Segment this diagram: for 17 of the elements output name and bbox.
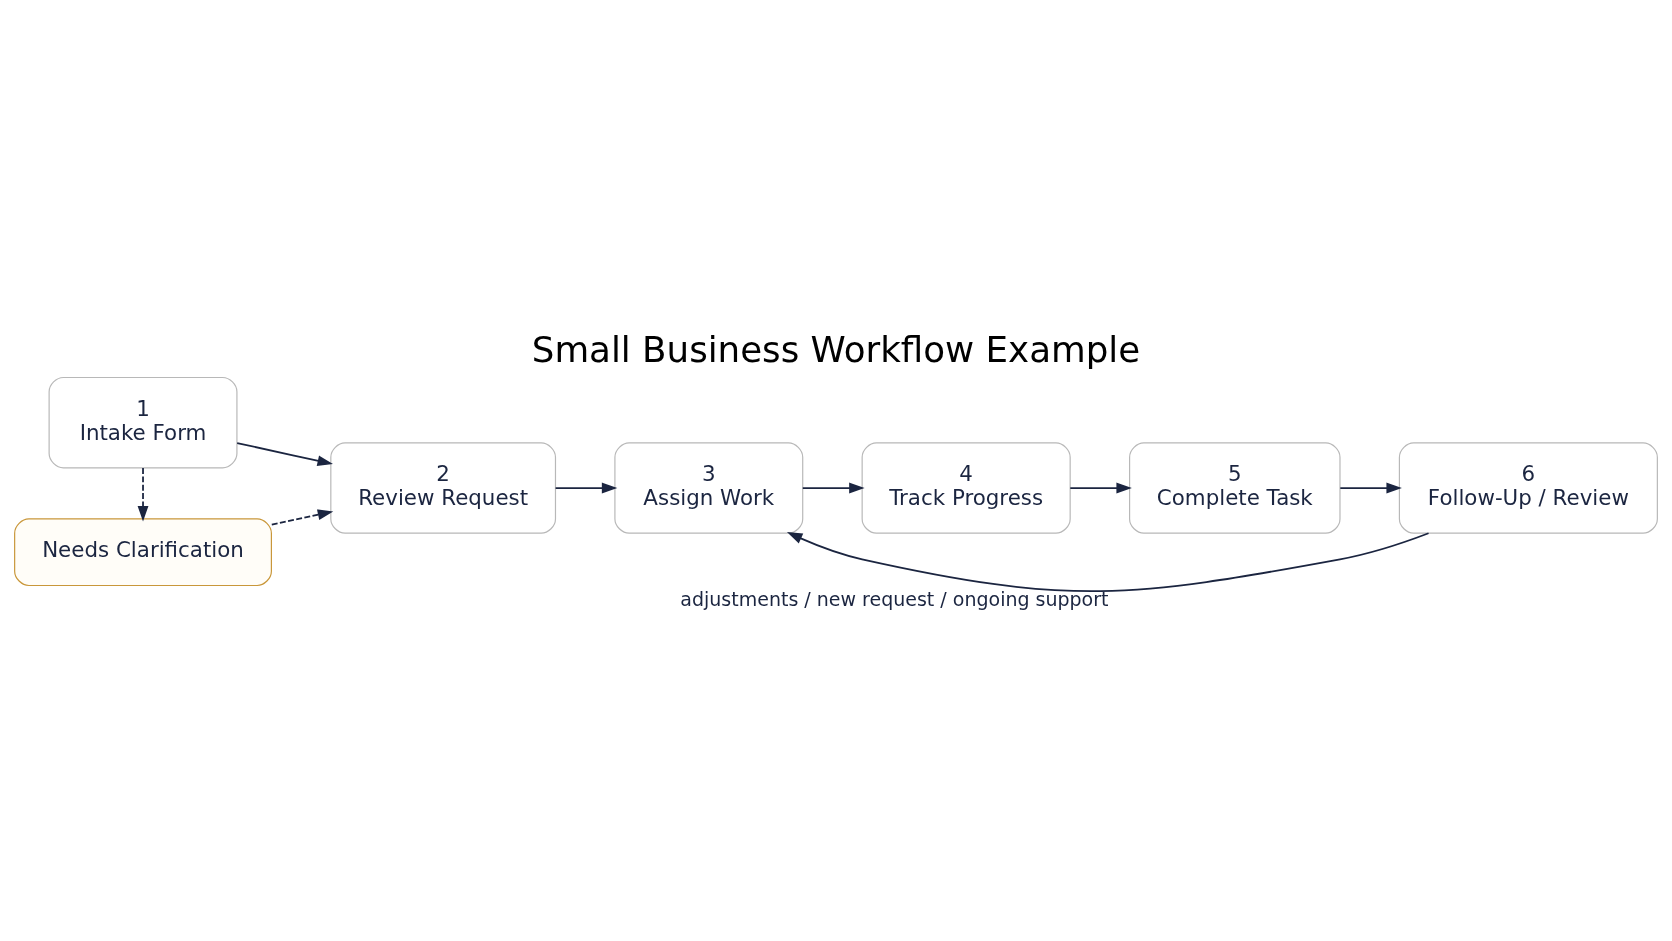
node-box: 1 Intake Form — [48, 376, 238, 469]
node-box: Needs Clarification — [14, 518, 272, 587]
arrow — [801, 482, 865, 494]
arrow — [270, 509, 334, 526]
edge-label: adjustments / new request / ongoing support — [680, 588, 1109, 611]
node-box: 6 Follow-Up / Review — [1398, 442, 1658, 534]
arrow — [554, 482, 618, 494]
arrow — [1069, 482, 1132, 494]
arrow — [137, 467, 149, 522]
node-box: 2 Review Request — [330, 442, 557, 534]
arrow — [786, 532, 1430, 592]
node-box: 3 Assign Work — [614, 442, 804, 534]
node-box: 4 Track Progress — [861, 442, 1071, 534]
arrow — [1339, 482, 1402, 494]
diagram-title: Small Business Workflow Example — [531, 329, 1141, 371]
node-box: 5 Complete Task — [1129, 442, 1341, 534]
arrow — [236, 442, 333, 467]
